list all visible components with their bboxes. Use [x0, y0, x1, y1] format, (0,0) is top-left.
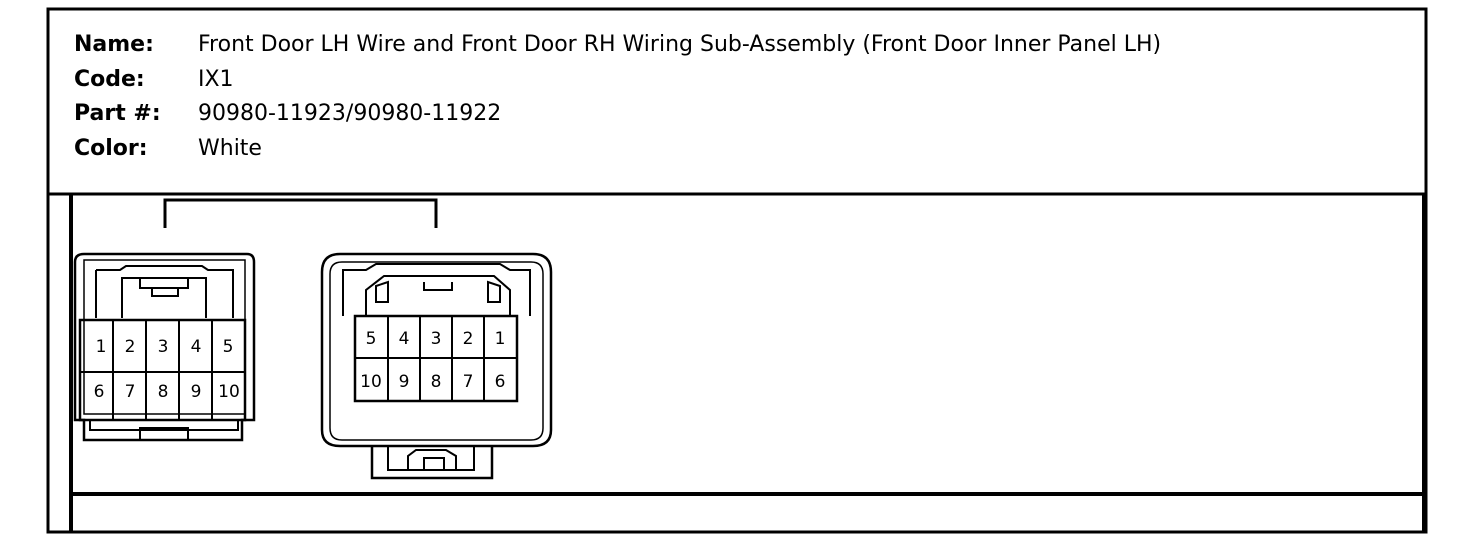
connector-bracket	[163, 198, 438, 228]
name-label: Name:	[74, 32, 154, 57]
connector-right	[320, 252, 553, 480]
left-pin-1: 1	[96, 337, 107, 357]
color-value: White	[198, 136, 262, 161]
code-label: Code:	[74, 67, 145, 92]
left-pin-2: 2	[125, 337, 136, 357]
left-pin-4: 4	[191, 337, 202, 357]
left-pin-10: 10	[218, 382, 240, 402]
name-row: Name: Front Door LH Wire and Front Door …	[74, 32, 1161, 62]
color-label: Color:	[74, 136, 148, 161]
part-value: 90980-11923/90980-11922	[198, 101, 502, 126]
part-label: Part #:	[74, 101, 161, 126]
right-pin-2: 2	[463, 329, 474, 349]
right-pin-7: 7	[463, 372, 474, 392]
right-pin-10: 10	[360, 372, 382, 392]
right-pin-6: 6	[495, 372, 506, 392]
part-row: Part #: 90980-11923/90980-11922	[74, 101, 501, 131]
color-row: Color: White	[74, 136, 262, 166]
left-pin-6: 6	[94, 382, 105, 402]
right-pin-3: 3	[431, 329, 442, 349]
left-pin-5: 5	[223, 337, 234, 357]
right-pin-9: 9	[399, 372, 410, 392]
connector-left	[73, 252, 256, 442]
left-pin-7: 7	[125, 382, 136, 402]
left-pin-grid	[80, 320, 245, 420]
right-pin-1: 1	[495, 329, 506, 349]
left-pin-8: 8	[158, 382, 169, 402]
right-pin-grid	[355, 316, 517, 401]
name-value: Front Door LH Wire and Front Door RH Wir…	[198, 32, 1162, 57]
left-pin-3: 3	[158, 337, 169, 357]
right-pin-8: 8	[431, 372, 442, 392]
left-pin-9: 9	[191, 382, 202, 402]
right-pin-5: 5	[366, 329, 377, 349]
right-pin-4: 4	[399, 329, 410, 349]
code-value: IX1	[198, 67, 234, 92]
code-row: Code: IX1	[74, 67, 234, 97]
